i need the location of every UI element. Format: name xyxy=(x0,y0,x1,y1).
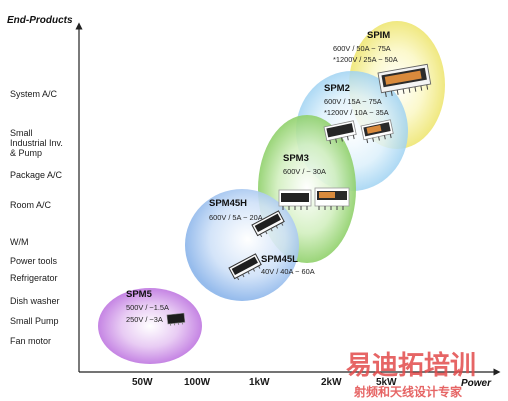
product-spec-spm2: 600V / 15A ~ 75A *1200V / 10A ~ 35A xyxy=(324,97,389,117)
product-name-spm45h: SPM45H xyxy=(209,198,247,209)
module-chip-icon xyxy=(323,120,357,145)
product-spim: SPIM 600V / 50A ~ 75A *1200V / 25A ~ 50A xyxy=(333,30,432,98)
product-name-spm2: SPM2 xyxy=(324,83,350,94)
category-label-small-industrial: Small Industrial Inv. & Pump xyxy=(10,128,65,158)
category-label-refrigerator: Refrigerator xyxy=(10,273,58,283)
product-spec-spm45l: 40V / 40A ~ 60A xyxy=(261,267,315,276)
bubble-layer xyxy=(98,21,445,364)
product-spec-spm5: 500V / ~1.5A 250V / ~3A xyxy=(126,303,171,324)
module-chip-icon xyxy=(166,312,186,326)
product-spec-spim: 600V / 50A ~ 75A *1200V / 25A ~ 50A xyxy=(333,44,398,64)
x-tick-label: 5kW xyxy=(376,377,397,388)
module-chip-icon xyxy=(251,210,285,238)
product-name-spim: SPIM xyxy=(367,30,390,41)
module-chip-icon xyxy=(278,189,312,210)
watermark-subtitle: 射频和天线设计专家 xyxy=(353,384,463,399)
x-tick-label: 50W xyxy=(132,377,153,388)
y-axis-title: End-Products xyxy=(7,15,73,26)
product-spm45h: SPM45H 600V / 5A ~ 20A xyxy=(209,198,285,238)
watermark: 易迪拓培训 射频和天线设计专家 xyxy=(346,351,476,399)
product-name-spm5: SPM5 xyxy=(126,289,153,300)
x-tick-label: 100W xyxy=(184,377,211,388)
axes: End-Products Power xyxy=(7,15,501,389)
category-label-dish-washer: Dish washer xyxy=(10,296,60,306)
product-spm5: SPM5 500V / ~1.5A 250V / ~3A xyxy=(126,289,186,326)
module-chip-icon xyxy=(377,63,432,98)
x-tick-labels: 50W 100W 1kW 2kW 5kW xyxy=(132,377,397,388)
x-tick-label: 1kW xyxy=(249,377,270,388)
module-chip-icon xyxy=(360,119,394,144)
module-chip-icon xyxy=(314,187,350,210)
x-tick-label: 2kW xyxy=(321,377,342,388)
watermark-title: 易迪拓培训 xyxy=(346,351,476,381)
product-spm45l: SPM45L 40V / 40A ~ 60A xyxy=(228,253,315,281)
category-label-room-ac: Room A/C xyxy=(10,200,52,210)
category-label-package-ac: Package A/C xyxy=(10,170,63,180)
category-label-system-ac: System A/C xyxy=(10,89,58,99)
bubble-spm5 xyxy=(98,288,202,364)
product-spm2: SPM2 600V / 15A ~ 75A *1200V / 10A ~ 35A xyxy=(323,83,394,145)
category-label-wm: W/M xyxy=(10,237,29,247)
product-spm3: SPM3 600V / ~ 30A xyxy=(278,153,350,210)
product-name-spm45l: SPM45L xyxy=(261,254,298,265)
category-labels: System A/C Small Industrial Inv. & Pump … xyxy=(10,89,65,346)
x-axis-title: Power xyxy=(461,378,492,389)
product-name-spm3: SPM3 xyxy=(283,153,309,164)
category-label-fan-motor: Fan motor xyxy=(10,336,51,346)
product-spec-spm3: 600V / ~ 30A xyxy=(283,167,326,176)
product-spec-spm45h: 600V / 5A ~ 20A xyxy=(209,213,263,222)
category-label-power-tools: Power tools xyxy=(10,256,58,266)
module-chip-icon xyxy=(228,253,262,281)
category-label-small-pump: Small Pump xyxy=(10,316,59,326)
